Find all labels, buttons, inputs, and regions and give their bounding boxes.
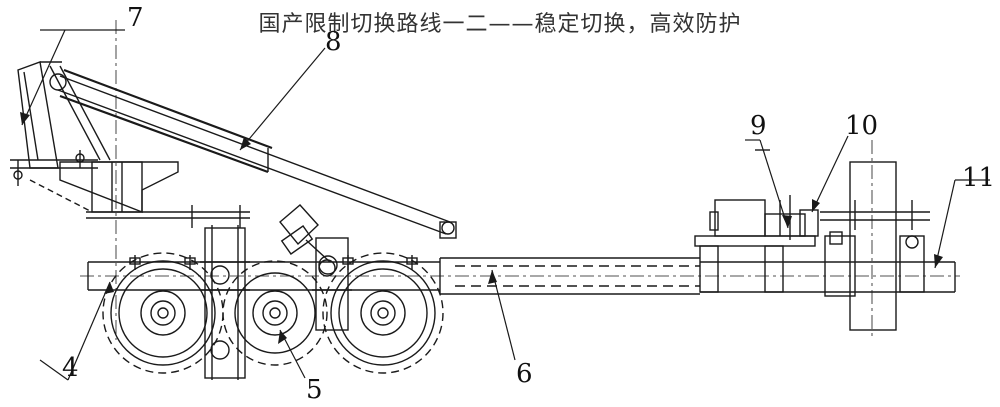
hydraulic-cylinder	[49, 68, 457, 239]
leader-lines	[21, 29, 990, 381]
figure-title: 国产限制切换路线一二——稳定切换，高效防护	[258, 12, 742, 37]
callout-6: 6	[516, 359, 533, 389]
callout-11: 11	[962, 163, 995, 193]
arrow-heads	[20, 112, 943, 344]
drive-unit	[694, 149, 819, 293]
bolts-row	[129, 255, 418, 270]
callout-5: 5	[306, 375, 323, 405]
wheel-right	[322, 252, 444, 374]
main-pipe	[80, 261, 960, 291]
right-column	[820, 140, 930, 340]
support-frame	[10, 20, 117, 340]
callout-10: 10	[845, 111, 878, 141]
callout-8: 8	[325, 27, 342, 57]
pipe-section-11	[700, 261, 956, 293]
callout-7: 7	[127, 3, 144, 33]
gear-motor	[279, 204, 336, 277]
clamp-stand-left	[200, 225, 250, 380]
bracket-block	[29, 161, 250, 228]
wheel-middle	[222, 260, 328, 366]
callout-4: 4	[62, 353, 79, 383]
callout-9: 9	[750, 111, 767, 141]
